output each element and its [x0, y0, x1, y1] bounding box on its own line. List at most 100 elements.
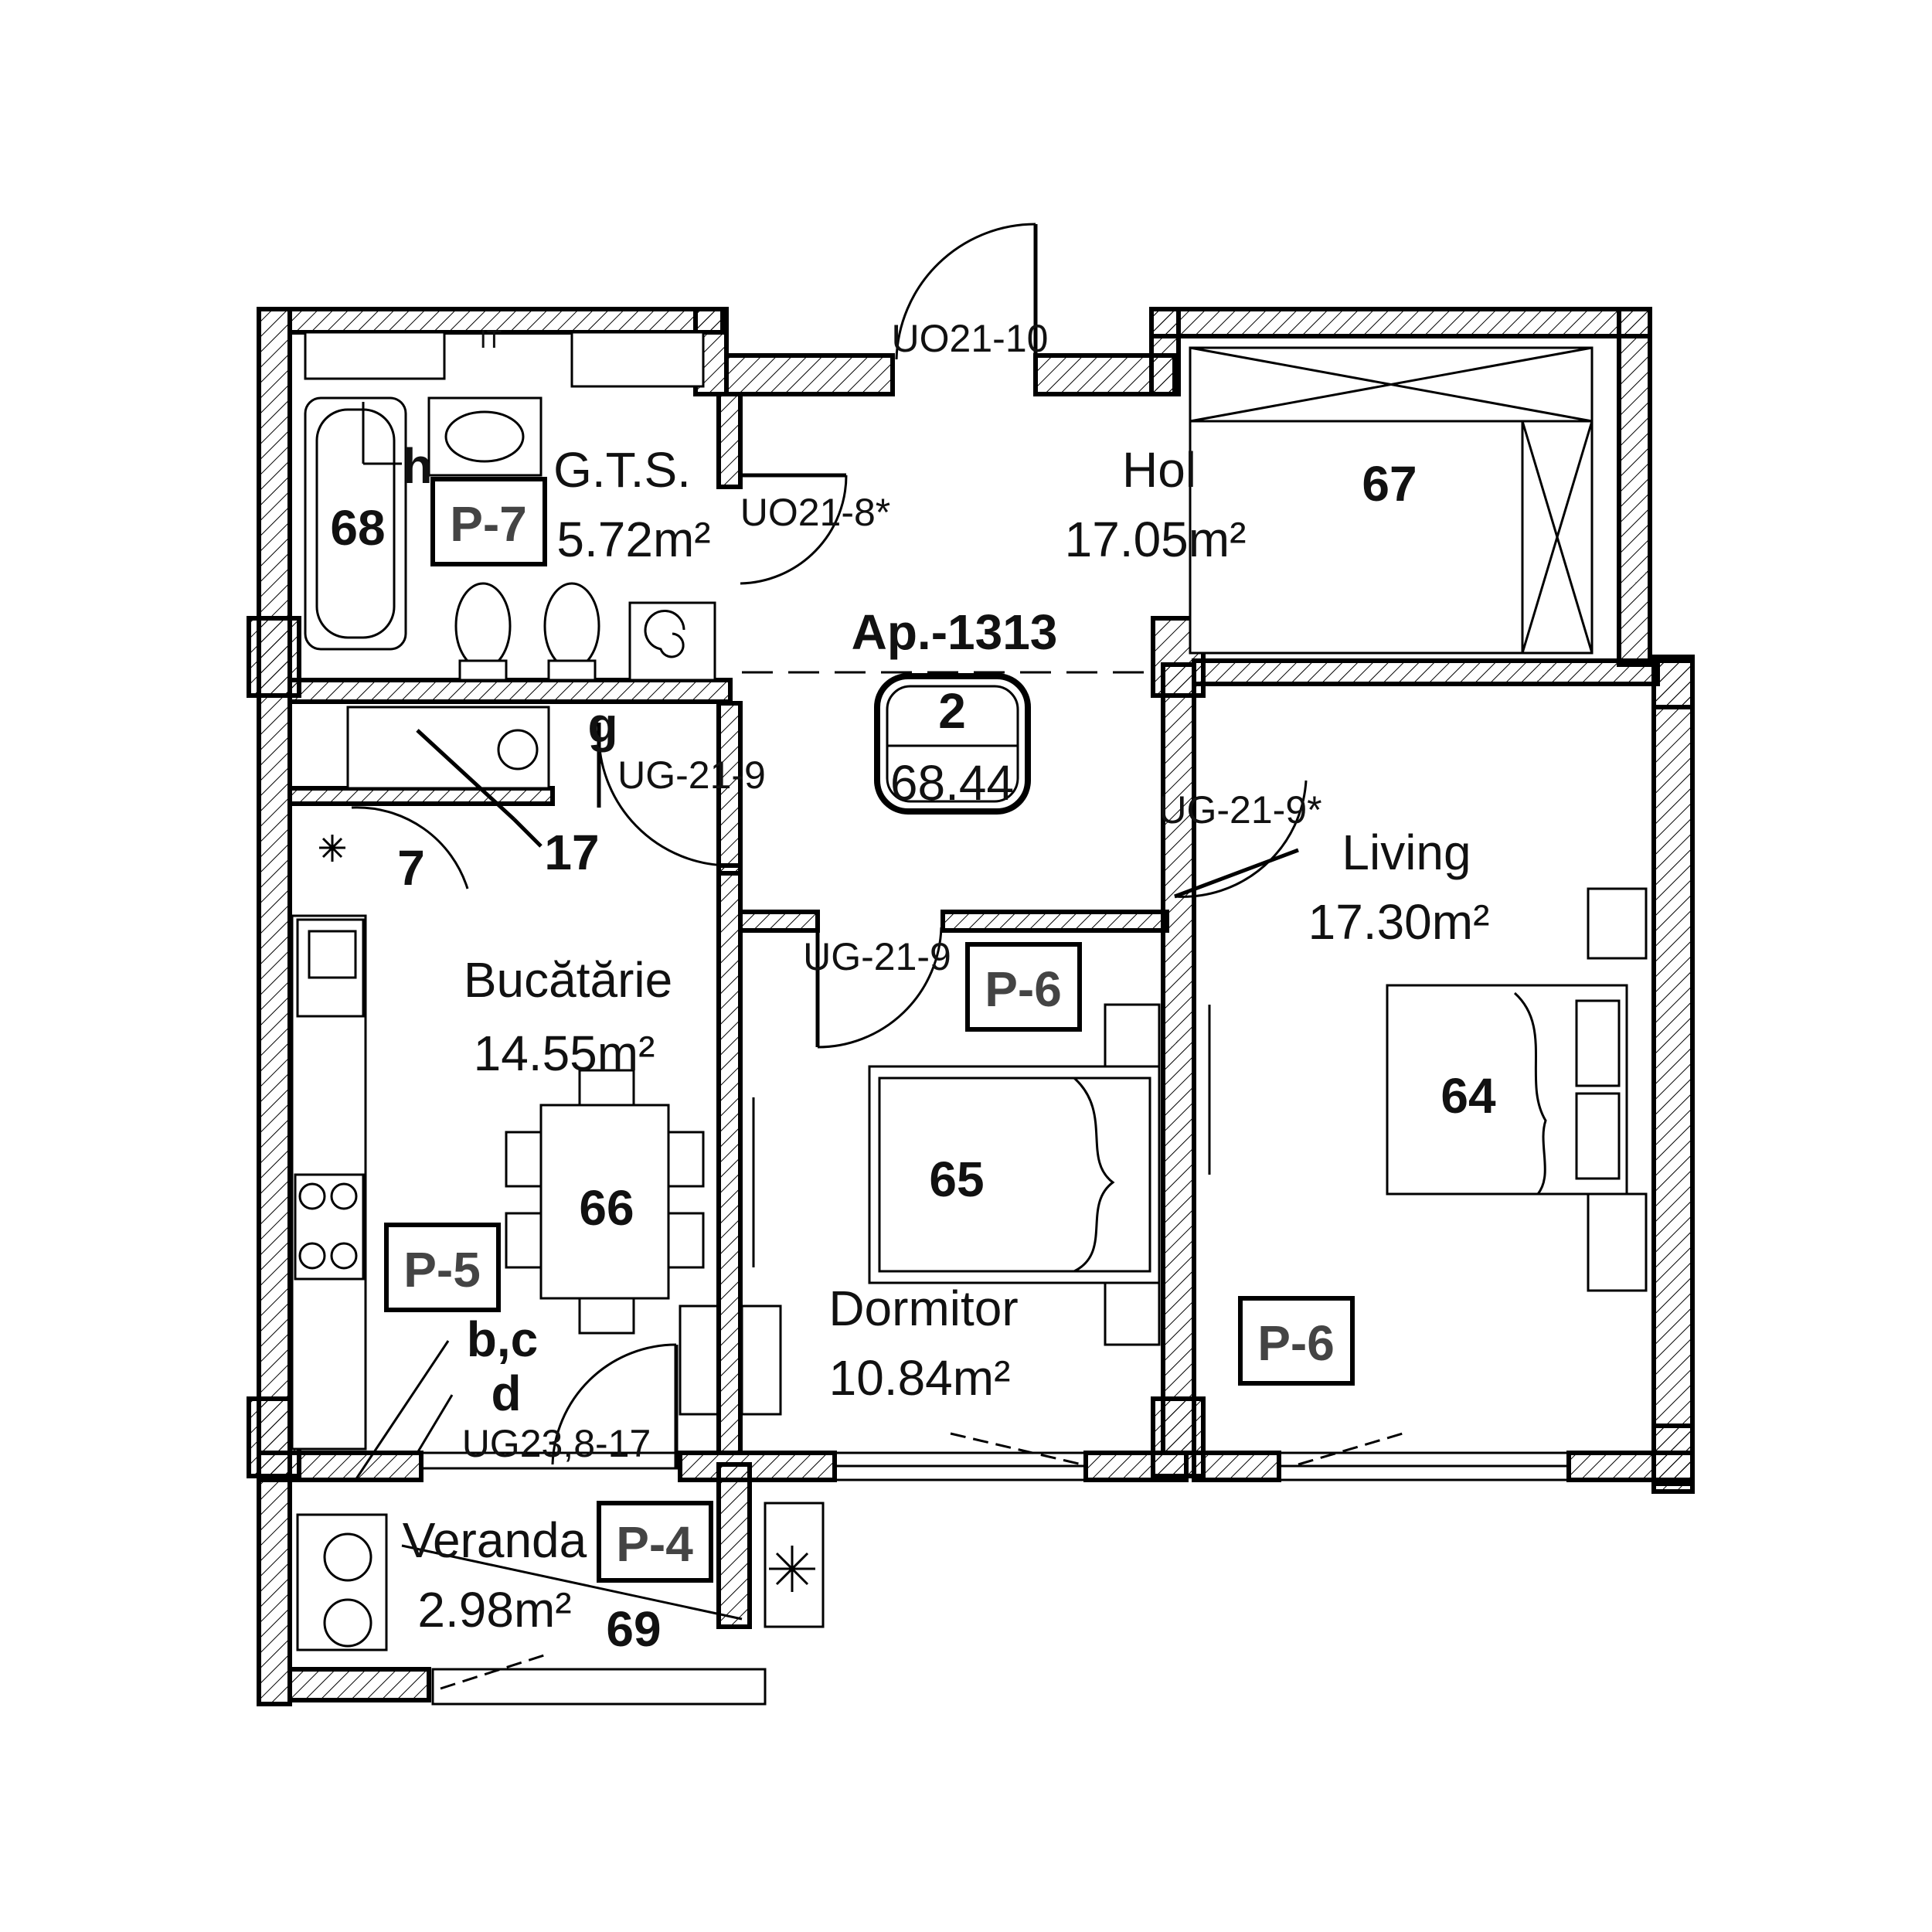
pillar-center: [1151, 616, 1206, 698]
item-number-wardrobe: 67: [1362, 456, 1417, 512]
dining-table: [539, 1104, 670, 1300]
windows: [420, 1432, 1570, 1706]
door-label-veranda: UG23,8-17: [462, 1422, 651, 1465]
note-d: d: [491, 1366, 521, 1421]
room-veranda-name: Veranda: [403, 1512, 587, 1568]
kitchen-window: [420, 1451, 682, 1470]
wall-hall-bedroom-a: [738, 910, 820, 933]
pantry-door-swing: [351, 806, 469, 889]
note-it: IT: [480, 325, 502, 353]
apartment-badge: [874, 673, 1031, 815]
apartment-rooms: 2: [938, 683, 966, 739]
note-g: g: [587, 697, 617, 753]
room-living-area: 17.30m²: [1308, 894, 1490, 950]
walls: [257, 307, 1695, 1706]
door-label-entrance: UO21-10: [892, 317, 1049, 360]
stove: [294, 1173, 365, 1281]
nightstand-living-bottom: [1587, 1192, 1648, 1292]
room-gts-name: G.T.S.: [553, 442, 691, 498]
svg-text:P-5: P-5: [403, 1242, 481, 1298]
item-number-washer: 17: [544, 825, 599, 880]
pillar-bottom-center: [1151, 1396, 1206, 1478]
bidet: [543, 582, 600, 670]
veranda-door-swing: [551, 1343, 677, 1465]
room-gts-area: 5.72m²: [556, 512, 710, 567]
right-wall-living: [1651, 655, 1695, 1494]
room-bedroom-area: 10.84m²: [829, 1350, 1011, 1406]
boiler: [628, 601, 716, 682]
room-hol-name: Hol: [1122, 442, 1196, 498]
bedroom-door-swing: [817, 927, 943, 1049]
extractor-icon: [319, 835, 345, 862]
nightstand-bottom: [1104, 1281, 1161, 1346]
radiator-bedroom: [740, 1304, 782, 1416]
bathtub: [304, 396, 407, 651]
radiator-kitchen: [679, 1304, 720, 1416]
top-wall-hall-left: [724, 353, 895, 396]
veranda-left-wall: [257, 1478, 292, 1706]
room-hol-area: 17.05m²: [1065, 512, 1247, 567]
shaft-box-right: [570, 331, 705, 388]
panel-tag-kitchen: P-5: [384, 1223, 501, 1312]
note-h: h: [402, 438, 432, 494]
panel-tag-gts: P-7: [430, 477, 547, 566]
kitchen-door-swing: [597, 730, 731, 867]
entrance-door-swing: [895, 223, 1036, 360]
panel-tag-veranda: P-4: [597, 1501, 713, 1583]
room-living-name: Living: [1342, 825, 1471, 880]
kitchen-sink: [296, 918, 365, 1018]
veranda-window: [431, 1668, 767, 1706]
door-label-living: UG-21-9*: [1158, 788, 1321, 832]
svg-text:P-6: P-6: [1257, 1315, 1335, 1371]
bedroom-bed: [868, 1065, 1161, 1284]
ac-unit: [764, 1502, 825, 1628]
item-number-bath: 68: [330, 500, 385, 556]
kitchen-counter: [291, 914, 367, 1451]
left-outer-wall: [257, 307, 292, 1478]
svg-text:P-7: P-7: [450, 496, 527, 552]
svg-text:P-6: P-6: [985, 961, 1062, 1017]
gts-door-swing: [740, 474, 848, 585]
pillar-right-bottom: [1651, 1423, 1695, 1486]
door-label-gts: UO21-8*: [740, 491, 891, 534]
wall-gts-hall-lower: [716, 701, 743, 876]
wall-laundry: [287, 786, 555, 806]
item-number-living-bed: 64: [1440, 1068, 1496, 1124]
wall-gts-hall: [716, 392, 743, 489]
pillar-right-top: [1651, 658, 1695, 709]
panel-tag-living: P-6: [1238, 1296, 1355, 1386]
wall-bath-kitchen: [287, 678, 733, 704]
bottom-wall-mid: [678, 1451, 837, 1482]
top-wall-wardrobe: [1149, 307, 1652, 338]
item-number-table: 66: [579, 1180, 634, 1236]
shaft-box-left: [304, 331, 446, 380]
note-bc: b,c: [467, 1311, 538, 1367]
panel-tag-bedroom: P-6: [965, 942, 1082, 1032]
room-veranda-area: 2.98m²: [417, 1582, 571, 1638]
pillar-left-upper: [247, 616, 301, 698]
room-kitchen-name: Bucătărie: [464, 952, 672, 1008]
door-label-bedroom: UG-21-9: [803, 935, 951, 978]
apartment-code: Ap.-1313: [852, 604, 1058, 660]
nightstand-top: [1104, 1003, 1161, 1068]
veranda-bottom-wall: [287, 1667, 431, 1702]
item-number-veranda: 69: [606, 1601, 661, 1657]
furniture: [291, 331, 1648, 1651]
nightstand-living-top: [1587, 887, 1648, 960]
wall-wardrobe-living: [1192, 658, 1660, 686]
apartment-area: 68.44: [890, 755, 1014, 811]
wardrobe: [1189, 346, 1594, 655]
room-kitchen-area: 14.55m²: [474, 1026, 655, 1081]
item-number-seven: 7: [397, 840, 425, 896]
wall-bedroom-living: [1161, 662, 1196, 1455]
right-wall-upper: [1617, 307, 1652, 667]
wall-kitchen-bedroom: [716, 863, 743, 1455]
top-wall-gts: [287, 307, 725, 335]
veranda-right-wall: [716, 1462, 752, 1629]
washing-machine: [346, 706, 550, 790]
door-label-kitchen: UG-21-9: [617, 753, 766, 797]
toilet: [454, 582, 512, 670]
bottom-wall-mid3: [1192, 1451, 1281, 1482]
wall-hall-bedroom-b: [940, 910, 1169, 933]
